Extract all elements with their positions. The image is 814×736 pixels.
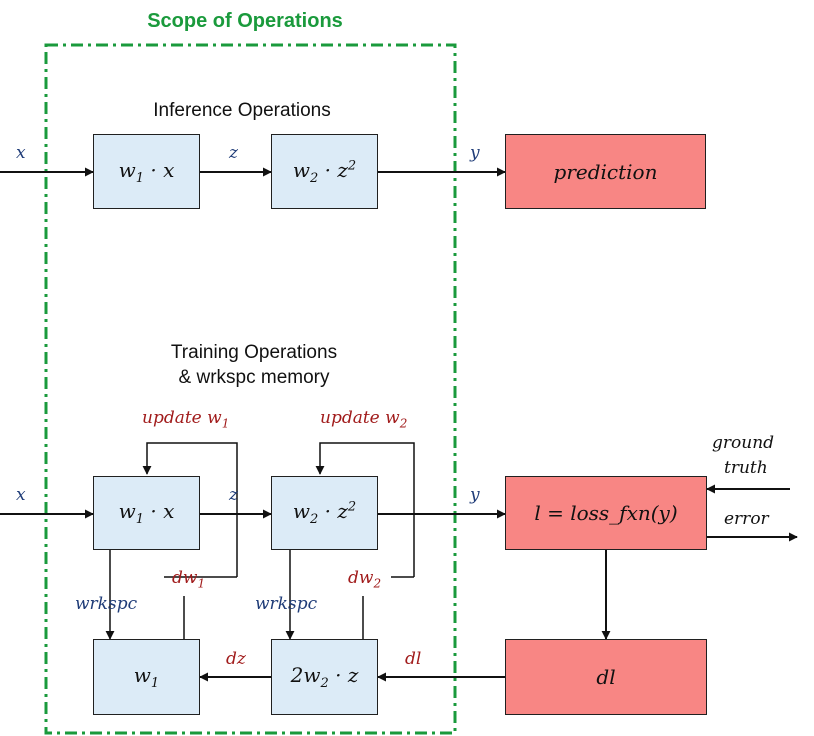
- inference-w2z2-expr: w2 · z2: [292, 157, 357, 186]
- prediction-label: prediction: [553, 159, 658, 184]
- training-heading: Training Operations & wrkspc memory: [104, 341, 404, 390]
- wrkspc1-label: wrkspc: [75, 594, 138, 614]
- grad-2w2z-box: 2w2 · z: [271, 639, 378, 715]
- dl-box: dl: [505, 639, 707, 715]
- loss-box: l = loss_fxn(y): [505, 476, 707, 550]
- scope-title: Scope of Operations: [147, 10, 343, 32]
- scope-boundary: [44, 43, 457, 735]
- training-w1x-box: w1 · x: [93, 476, 200, 550]
- inference-w1x-box: w1 · x: [93, 134, 200, 209]
- grad-2w2z-expr: 2w2 · z: [290, 663, 359, 691]
- prediction-box: prediction: [505, 134, 706, 209]
- inference-z-label: z: [229, 143, 238, 163]
- training-heading-line2: & wrkspc memory: [178, 366, 330, 388]
- wrkspc-w1-expr: w1: [133, 663, 160, 691]
- inference-w2z2-box: w2 · z2: [271, 134, 378, 209]
- training-w1x-expr: w1 · x: [118, 499, 175, 527]
- training-w2z2-expr: w2 · z2: [292, 499, 357, 527]
- wrkspc-w1-box: w1: [93, 639, 200, 715]
- ground-truth-label: ground truth: [712, 433, 775, 478]
- inference-y-label: y: [470, 143, 480, 163]
- wrkspc2-label: wrkspc: [255, 594, 318, 614]
- dl-box-label: dl: [596, 665, 616, 689]
- loss-expr: l = loss_fxn(y): [534, 501, 678, 525]
- dz-label: dz: [226, 649, 246, 669]
- inference-x-label: x: [16, 143, 26, 163]
- update-w1-loop: [142, 442, 238, 577]
- training-x-label: x: [16, 485, 26, 505]
- inference-w1x-expr: w1 · x: [118, 157, 175, 186]
- dw1-label: dw1: [172, 568, 206, 591]
- update-w1-label: update w1: [142, 408, 230, 431]
- training-w2z2-box: w2 · z2: [271, 476, 378, 550]
- update-w2-loop: [315, 442, 415, 577]
- dl-arrow-label: dl: [405, 649, 422, 669]
- error-label: error: [724, 509, 769, 529]
- dw2-label: dw2: [348, 568, 382, 591]
- training-z-label: z: [229, 485, 238, 505]
- inference-heading: Inference Operations: [153, 100, 331, 121]
- update-w2-label: update w2: [320, 408, 408, 431]
- training-heading-line1: Training Operations: [170, 342, 338, 363]
- training-y-label: y: [470, 485, 480, 505]
